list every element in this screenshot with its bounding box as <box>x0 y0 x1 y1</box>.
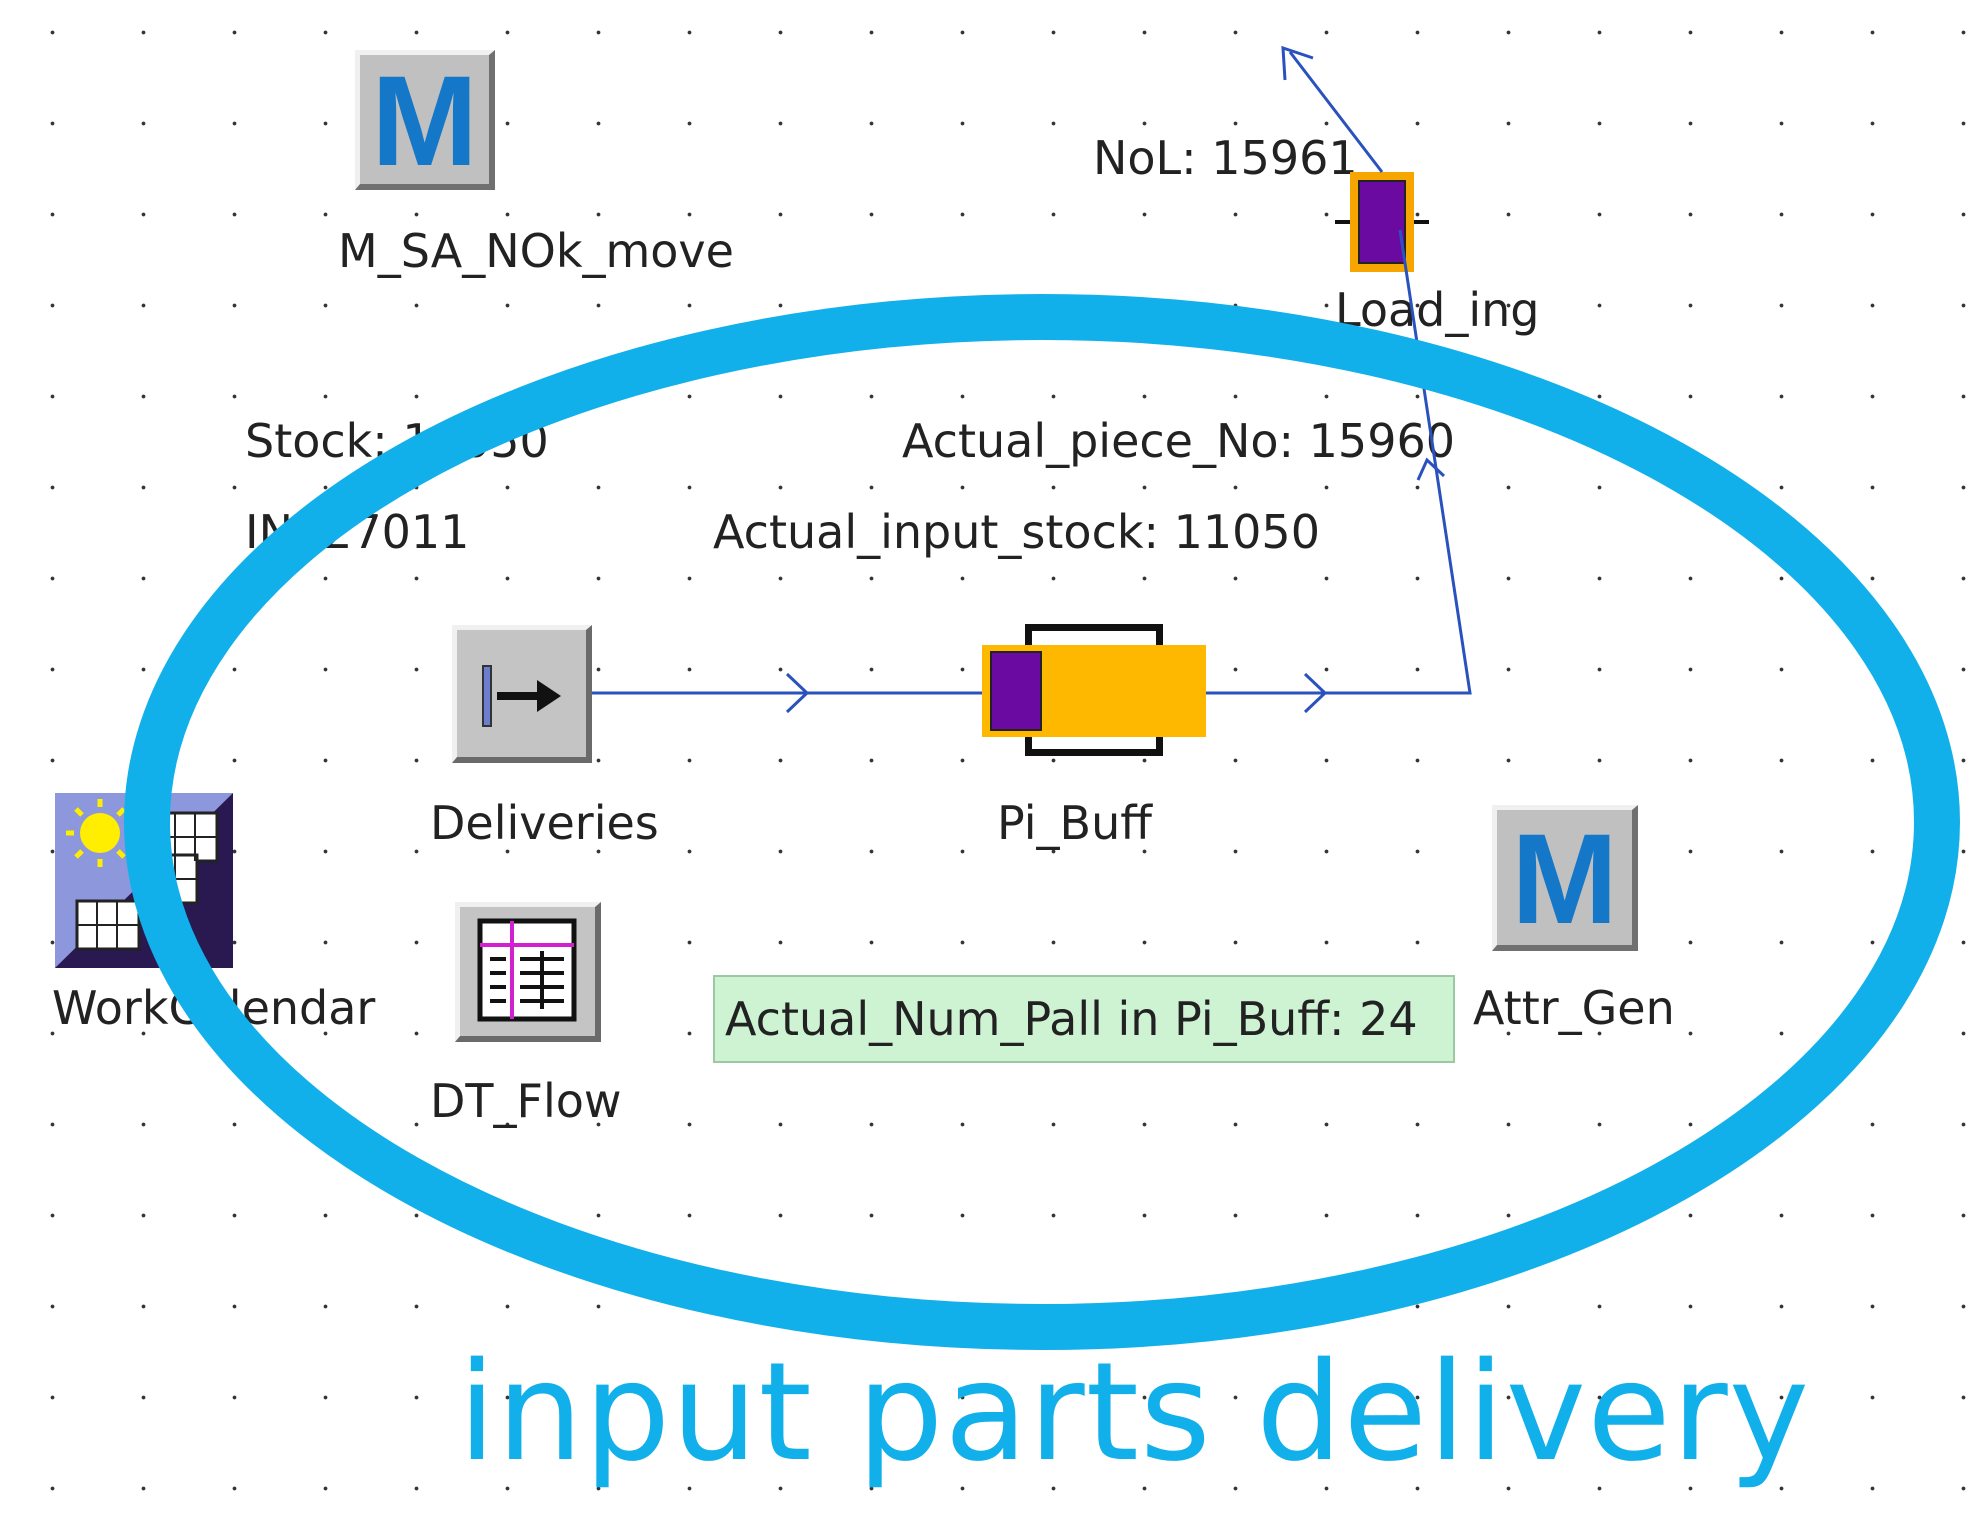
connector-load-ing-out[interactable] <box>1288 51 1384 173</box>
actual-input-stock-display: Actual_input_stock: 11050 <box>713 505 1320 559</box>
part-icon <box>1358 180 1406 264</box>
source-arrow-icon <box>482 665 561 727</box>
dt-flow-table[interactable] <box>455 902 601 1042</box>
part-icon <box>990 651 1042 731</box>
annotation-ellipse <box>124 294 1960 1350</box>
method-m-sa-nok-move-icon[interactable]: M <box>355 50 495 190</box>
connector-arrow-icon <box>1281 45 1314 81</box>
connector-arrow-icon <box>785 672 810 714</box>
pi-buff-label: Pi_Buff <box>997 796 1152 850</box>
connector-arrow-icon <box>1416 457 1446 481</box>
deliveries-label: Deliveries <box>430 796 659 850</box>
actual-num-pall-display: Actual_Num_Pall in Pi_Buff: 24 <box>713 975 1455 1063</box>
attr-gen-label: Attr_Gen <box>1473 981 1675 1035</box>
actual-num-pall-text: Actual_Num_Pall in Pi_Buff: 24 <box>725 992 1418 1046</box>
annotation-caption: input parts delivery <box>458 1334 1811 1492</box>
table-icon <box>477 918 577 1022</box>
dt-flow-label: DT_Flow <box>430 1074 622 1128</box>
connector-arrow-icon <box>1303 672 1328 714</box>
m-sa-nok-move-label: M_SA_NOk_move <box>338 224 734 278</box>
load-ing-label: Load_ing <box>1335 283 1540 337</box>
method-attr-gen-icon[interactable]: M <box>1492 805 1638 951</box>
pi-buff-buffer[interactable] <box>982 645 1206 737</box>
deliveries-source[interactable] <box>452 625 592 763</box>
nol-display: NoL: 15961 <box>1093 131 1358 185</box>
actual-piece-no-display: Actual_piece_No: 15960 <box>902 414 1455 468</box>
